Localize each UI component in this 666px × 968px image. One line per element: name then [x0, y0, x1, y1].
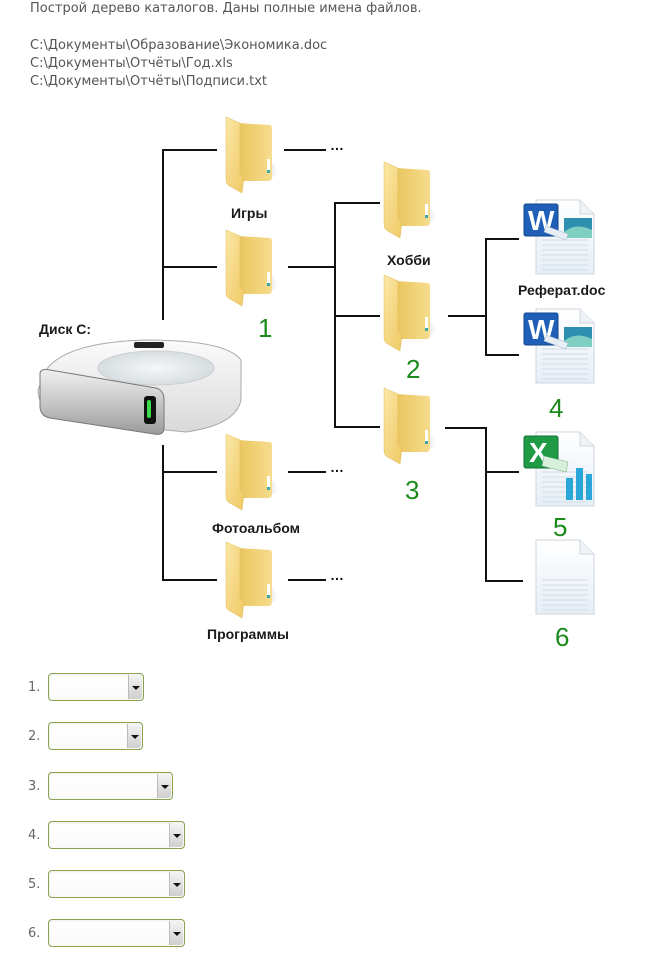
folder-label-programs: Программы [207, 626, 290, 642]
tree-line [162, 149, 217, 151]
chevron-down-icon[interactable] [169, 921, 183, 945]
folder-icon [383, 161, 440, 239]
chevron-down-icon[interactable] [127, 724, 141, 748]
path-item: C:\Документы\Образование\Экономика.doc [30, 38, 328, 53]
chevron-down-icon[interactable] [169, 823, 183, 847]
folder-label-games: Игры [231, 205, 268, 221]
tree-line [485, 580, 523, 582]
folder-icon [225, 116, 282, 194]
answer-row: 5. [28, 869, 185, 899]
number-label-5: 5 [553, 512, 568, 542]
chevron-down-icon[interactable] [157, 774, 171, 798]
tree-line [485, 354, 519, 356]
path-item: C:\Документы\Отчёты\Подписи.txt [30, 74, 267, 89]
directory-tree-diagram: … … … Диск С: Игры 1 Хобби 2 3 Фо [37, 116, 606, 652]
path-list: C:\Документы\Образование\Экономика.doc C… [30, 37, 422, 91]
tree-line [162, 471, 217, 473]
tree-line [288, 471, 326, 473]
answer-number: 5. [28, 876, 41, 892]
folder-icon [225, 229, 282, 307]
tree-line [284, 149, 326, 151]
answer-select-5[interactable] [48, 870, 185, 898]
answer-select-3[interactable] [48, 772, 173, 800]
tree-line [162, 445, 164, 580]
tree-line [485, 427, 487, 581]
answer-row: 1. [28, 672, 144, 702]
excel-spreadsheet-icon [523, 431, 595, 507]
answer-number: 2. [28, 728, 41, 744]
tree-line [288, 579, 326, 581]
file-label-essay: Реферат.doc [518, 282, 606, 298]
ellipsis: … [330, 567, 345, 583]
tree-line [448, 315, 486, 317]
answer-row: 2. [28, 721, 143, 751]
number-label-6: 6 [555, 622, 570, 652]
answer-row: 6. [28, 918, 185, 948]
number-label-4: 4 [549, 393, 564, 423]
number-label-3: 3 [405, 475, 420, 505]
word-document-icon [523, 308, 595, 384]
chevron-down-icon[interactable] [128, 675, 142, 699]
ellipsis: … [330, 459, 345, 475]
tree-line [485, 238, 487, 356]
task-text: Построй дерево каталогов. Даны полные им… [30, 0, 422, 91]
word-document-icon [523, 199, 595, 275]
tree-line [162, 266, 217, 268]
chevron-down-icon[interactable] [169, 872, 183, 896]
tree-line [334, 202, 380, 204]
answer-select-6[interactable] [48, 919, 185, 947]
tree-line [445, 427, 487, 429]
tree-line [485, 238, 519, 240]
answer-number: 6. [28, 925, 41, 941]
answer-select-2[interactable] [48, 722, 143, 750]
drive-label: Диск С: [39, 321, 92, 337]
folder-icon [225, 433, 282, 511]
answer-select-4[interactable] [48, 821, 185, 849]
folder-label-hobby: Хобби [387, 252, 431, 268]
text-file-icon [535, 539, 595, 615]
path-item: C:\Документы\Отчёты\Год.xls [30, 56, 233, 71]
task-question: Построй дерево каталогов. Даны полные им… [30, 1, 422, 16]
number-label-1: 1 [258, 313, 273, 343]
tree-line [334, 426, 380, 428]
tree-line [288, 266, 336, 268]
answer-number: 4. [28, 827, 41, 843]
answer-select-1[interactable] [48, 673, 144, 701]
number-label-2: 2 [406, 354, 421, 384]
answer-number: 1. [28, 679, 41, 695]
folder-label-photo: Фотоальбом [212, 520, 301, 536]
folder-icon [383, 274, 440, 352]
answer-row: 4. [28, 820, 185, 850]
tree-line [485, 471, 519, 473]
tree-line [162, 149, 164, 320]
answer-number: 3. [28, 778, 41, 794]
tree-line [162, 579, 217, 581]
answer-row: 3. [28, 771, 173, 801]
folder-icon [383, 387, 440, 465]
folder-icon [225, 541, 282, 619]
ellipsis: … [330, 137, 345, 153]
hard-drive-icon [37, 339, 242, 435]
tree-line [334, 315, 380, 317]
